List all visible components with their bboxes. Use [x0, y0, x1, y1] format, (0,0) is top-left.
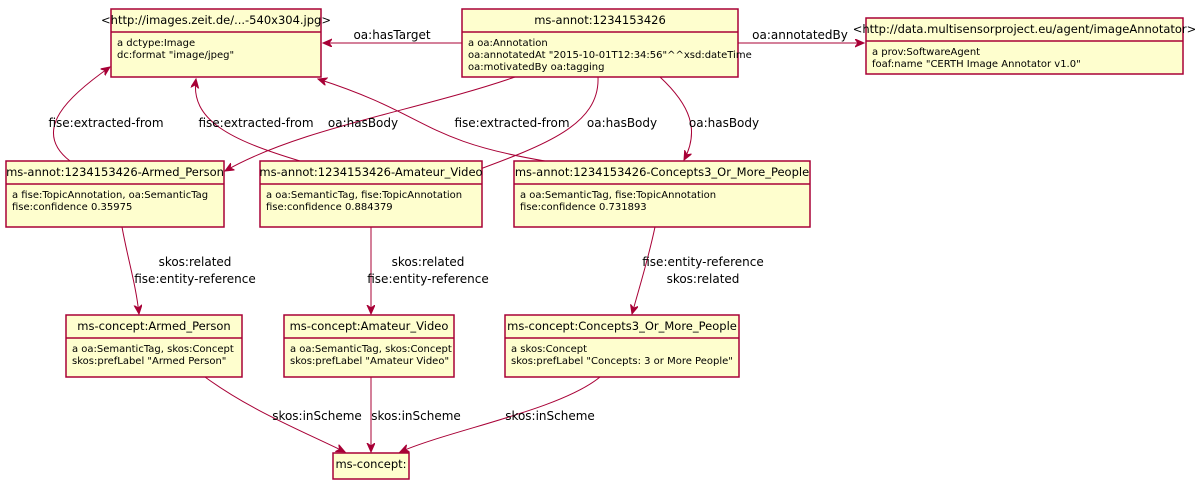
node-title-agent: <http://data.multisensorproject.eu/agent… — [853, 22, 1195, 36]
node-box-image — [110, 8, 322, 78]
node-prop-agent-0: a prov:SoftwareAgent — [872, 47, 980, 58]
node-box-c_concepts3 — [504, 314, 740, 378]
edge-label-scheme3-0: skos:inScheme — [505, 409, 595, 423]
edge-label-extracted1-0: fise:extracted-from — [48, 116, 163, 130]
node-box-armed — [5, 160, 225, 228]
node-prop-annot-1: oa:annotatedAt "2015-10-01T12:34:56"^^xs… — [468, 50, 752, 61]
edge-label-extracted3-0: fise:extracted-from — [454, 116, 569, 130]
node-prop-annot-0: a oa:Annotation — [468, 38, 548, 49]
node-prop-agent-1: foaf:name "CERTH Image Annotator v1.0" — [872, 59, 1081, 70]
node-title-image: <http://images.zeit.de/...-540x304.jpg> — [101, 13, 331, 27]
node-title-c_concepts3: ms-concept:Concepts3_Or_More_People — [507, 319, 737, 333]
edge-ref3 — [632, 226, 656, 314]
node-box-c_amateur — [283, 314, 455, 378]
node-title-amateur: ms-annot:1234153426-Amateur_Video — [259, 165, 482, 179]
node-box-annot — [461, 8, 739, 78]
node-prop-amateur-1: fise:confidence 0.884379 — [266, 202, 393, 213]
edge-scheme3 — [400, 376, 601, 452]
node-title-concepts3: ms-annot:1234153426-Concepts3_Or_More_Pe… — [515, 165, 809, 179]
node-prop-c_amateur-1: skos:prefLabel "Amateur Video" — [290, 356, 449, 367]
edge-extracted3 — [318, 79, 546, 162]
node-annot[interactable]: ms-annot:1234153426 a oa:Annotationoa:ann… — [461, 8, 752, 78]
node-prop-c_armed-0: a oa:SemanticTag, skos:Concept — [72, 344, 234, 355]
node-title-armed: ms-annot:1234153426-Armed_Person — [6, 165, 224, 179]
node-prop-concepts3-0: a oa:SemanticTag, fise:TopicAnnotation — [520, 190, 716, 201]
edge-label-ref2-1: fise:entity-reference — [367, 272, 489, 286]
node-box-c_armed — [65, 314, 243, 378]
edges-layer — [52, 43, 864, 452]
node-prop-c_amateur-0: a oa:SemanticTag, skos:Concept — [290, 344, 452, 355]
edge-ref1 — [121, 226, 139, 314]
node-prop-image-1: dc:format "image/jpeg" — [117, 50, 234, 61]
edge-label-annotatedBy-0: oa:annotatedBy — [752, 28, 848, 42]
node-prop-image-0: a dctype:Image — [117, 38, 195, 49]
edge-hasBody3 — [659, 76, 692, 160]
edge-label-scheme1-0: skos:inScheme — [272, 409, 362, 423]
node-box-scheme — [332, 452, 410, 480]
node-agent[interactable]: <http://data.multisensorproject.eu/agent… — [853, 17, 1195, 75]
edge-label-ref3-1: skos:related — [667, 272, 740, 286]
edge-label-ref3-0: fise:entity-reference — [642, 255, 764, 269]
edge-label-scheme2-0: skos:inScheme — [371, 409, 461, 423]
node-prop-armed-0: a fise:TopicAnnotation, oa:SemanticTag — [12, 190, 208, 201]
node-box-agent — [865, 17, 1184, 75]
edge-label-hasBody1-0: oa:hasBody — [328, 116, 398, 130]
node-prop-concepts3-1: fise:confidence 0.731893 — [520, 202, 647, 213]
node-title-c_amateur: ms-concept:Amateur_Video — [290, 319, 449, 333]
edge-extracted2 — [195, 79, 301, 162]
node-title-c_armed: ms-concept:Armed_Person — [77, 319, 230, 333]
edge-label-extracted2-0: fise:extracted-from — [198, 116, 313, 130]
edge-extracted1 — [52, 67, 110, 162]
node-title-annot: ms-annot:1234153426 — [534, 13, 666, 27]
node-concepts3[interactable]: ms-annot:1234153426-Concepts3_Or_More_Pe… — [513, 160, 811, 228]
node-prop-c_concepts3-1: skos:prefLabel "Concepts: 3 or More Peop… — [511, 356, 733, 367]
node-box-amateur — [259, 160, 483, 228]
node-prop-amateur-0: a oa:SemanticTag, fise:TopicAnnotation — [266, 190, 462, 201]
edge-label-ref1-1: fise:entity-reference — [134, 272, 256, 286]
node-prop-c_armed-1: skos:prefLabel "Armed Person" — [72, 356, 226, 367]
edge-label-hasTarget-0: oa:hasTarget — [353, 28, 430, 42]
node-box-concepts3 — [513, 160, 811, 228]
node-scheme[interactable]: ms-concept: — [332, 452, 410, 480]
edge-labels-layer: oa:hasTarget oa:annotatedBy oa:hasBody oa:h… — [48, 28, 847, 423]
edge-label-hasBody3-0: oa:hasBody — [689, 116, 759, 130]
edge-label-ref1-0: skos:related — [159, 255, 232, 269]
edge-hasBody1 — [225, 76, 516, 171]
node-prop-armed-1: fise:confidence 0.35975 — [12, 202, 132, 213]
edge-hasBody2 — [472, 76, 599, 172]
nodes-layer: <http://images.zeit.de/...-540x304.jpg> a… — [5, 8, 1195, 480]
node-image[interactable]: <http://images.zeit.de/...-540x304.jpg> a… — [101, 8, 331, 78]
edge-scheme1 — [204, 376, 345, 452]
node-prop-annot-2: oa:motivatedBy oa:tagging — [468, 62, 604, 73]
edge-label-ref2-0: skos:related — [392, 255, 465, 269]
edge-label-hasBody2-0: oa:hasBody — [587, 116, 657, 130]
node-title-scheme: ms-concept: — [335, 457, 406, 471]
node-prop-c_concepts3-0: a skos:Concept — [511, 344, 587, 355]
